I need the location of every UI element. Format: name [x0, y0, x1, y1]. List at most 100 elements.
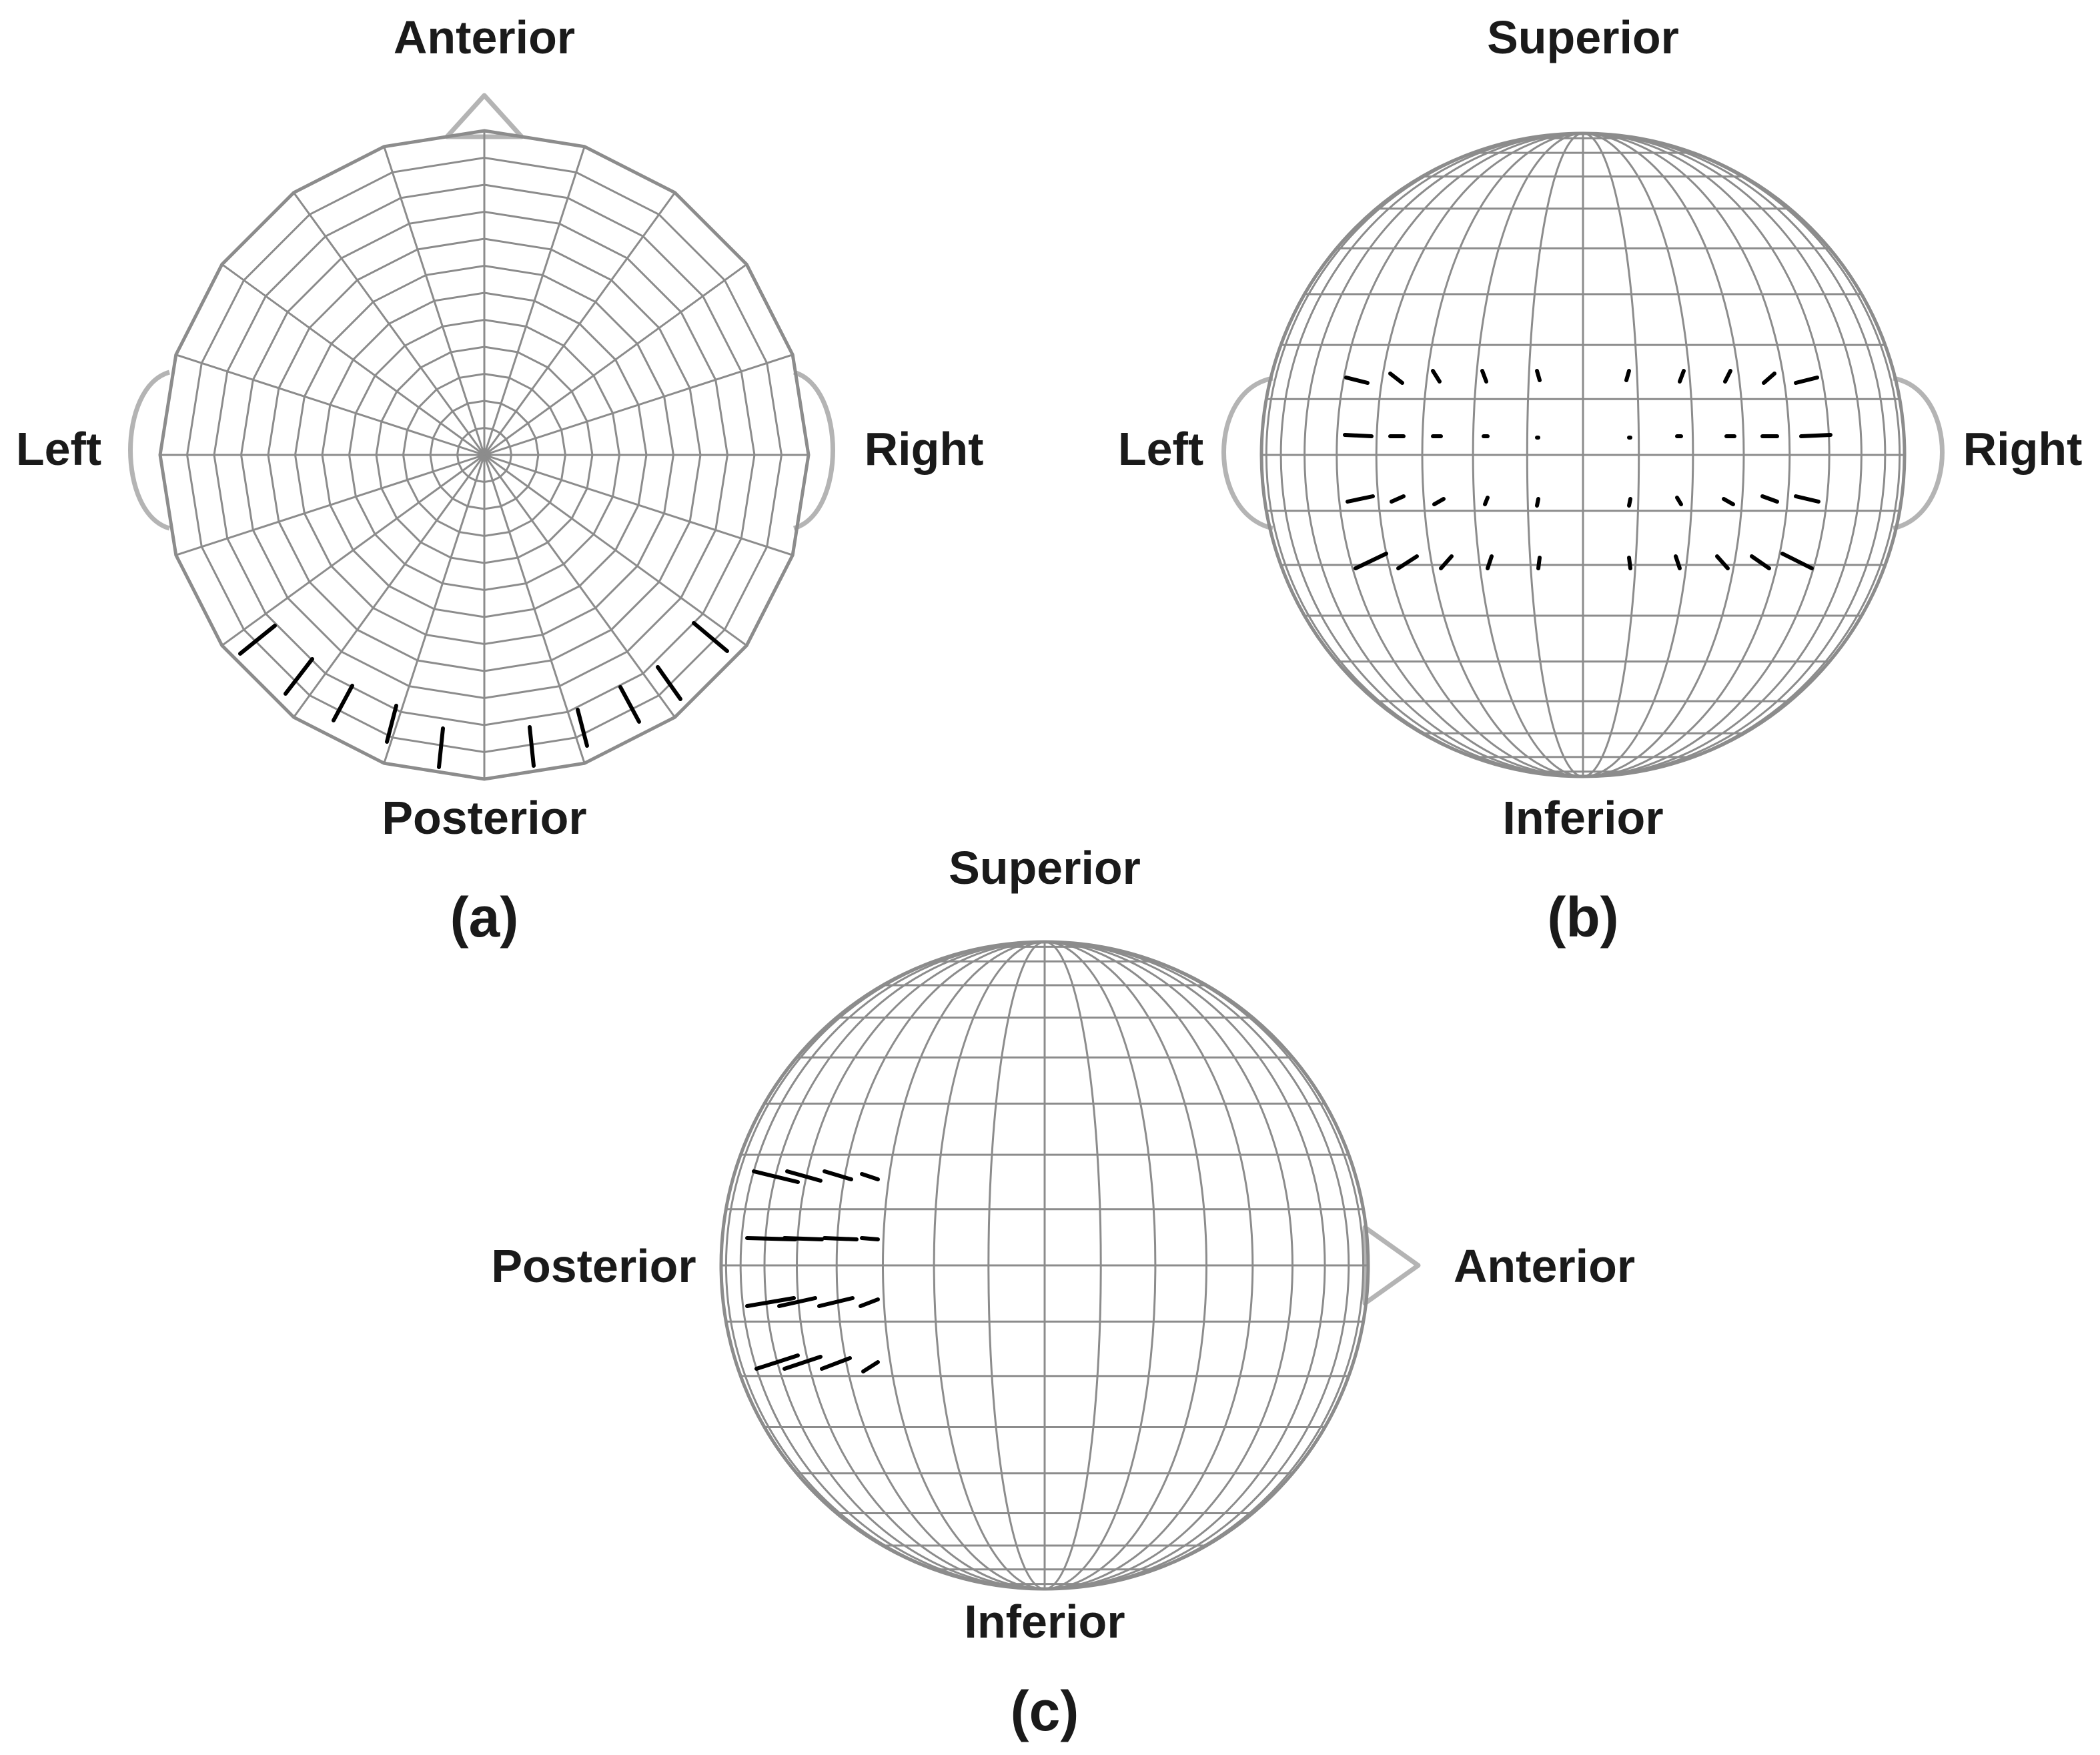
- vector-mark: [1780, 552, 1814, 570]
- vector-mark: [385, 704, 398, 744]
- left-ear-icon: [128, 370, 171, 531]
- vector-mark: [238, 624, 277, 656]
- label-superior: Superior: [949, 842, 1141, 894]
- label-posterior: Posterior: [491, 1240, 696, 1292]
- mesh-spoke: [483, 146, 586, 456]
- label-inferior: Inferior: [964, 1596, 1125, 1648]
- caption-a: (a): [450, 886, 519, 949]
- vector-mark: [284, 657, 314, 696]
- vector-mark: [1346, 494, 1375, 504]
- mesh-spoke: [383, 146, 486, 456]
- vector-mark: [1343, 433, 1374, 438]
- vector-mark: [1388, 372, 1404, 385]
- label-superior: Superior: [1487, 11, 1679, 63]
- panel-a-top-view: Anterior Posterior Left Right (a): [16, 11, 984, 949]
- mesh-spoke: [383, 454, 486, 764]
- vector-mark: [1536, 556, 1542, 570]
- vector-mark: [1762, 372, 1776, 385]
- mesh-spoke: [484, 263, 748, 456]
- caption-c: (c): [1011, 1680, 1079, 1742]
- vector-mark: [823, 1236, 859, 1241]
- vector-mark: [1535, 497, 1540, 508]
- label-right: Right: [865, 423, 984, 475]
- vector-field-a: [238, 621, 729, 769]
- label-left: Left: [1118, 423, 1203, 475]
- label-anterior: Anterior: [394, 11, 575, 63]
- vector-mark: [1396, 554, 1419, 570]
- vector-mark: [437, 726, 445, 769]
- vector-mark: [1483, 496, 1490, 506]
- mesh-spoke: [293, 454, 486, 718]
- mesh-spoke: [175, 354, 485, 456]
- vector-mark: [1760, 494, 1779, 504]
- label-right: Right: [1963, 423, 2083, 475]
- mesh-spoke: [221, 454, 485, 646]
- mesh-spoke: [484, 354, 793, 456]
- vector-mark: [656, 665, 682, 701]
- vector-mark: [1627, 497, 1632, 508]
- vector-mark: [745, 1296, 796, 1308]
- vector-mark: [752, 1169, 800, 1184]
- mesh-spoke: [484, 454, 793, 556]
- label-anterior: Anterior: [1454, 1240, 1635, 1292]
- vector-mark: [820, 1356, 852, 1371]
- mesh-spoke: [293, 191, 486, 456]
- vector-mark: [1794, 494, 1820, 504]
- vector-mark: [1354, 552, 1388, 570]
- vector-mark: [817, 1296, 855, 1308]
- head-grid-polar: [158, 129, 811, 781]
- vector-mark: [1486, 554, 1494, 570]
- vector-mark: [1675, 496, 1683, 506]
- vector-mark: [576, 708, 589, 748]
- vector-mark: [823, 1169, 853, 1181]
- vector-mark: [1723, 369, 1732, 384]
- mesh-spoke: [483, 454, 586, 764]
- mesh-spoke: [483, 454, 676, 718]
- vector-mark: [1678, 369, 1686, 384]
- mesh-spoke: [221, 263, 485, 456]
- vector-field-b: [1343, 369, 1832, 570]
- vector-mark: [861, 1360, 880, 1373]
- vector-mark: [1715, 554, 1730, 570]
- vector-mark: [332, 684, 354, 722]
- head-grid-globe: [1259, 131, 1907, 778]
- vector-mark: [1431, 369, 1442, 384]
- left-ear-icon: [1221, 376, 1273, 531]
- vector-mark: [785, 1169, 823, 1183]
- mesh-spoke: [484, 454, 748, 646]
- right-ear-icon: [793, 370, 835, 531]
- vector-mark: [782, 1236, 824, 1241]
- vector-mark: [1674, 554, 1682, 570]
- vector-mark: [1750, 554, 1771, 570]
- vector-mark: [782, 1355, 823, 1371]
- vector-mark: [1432, 497, 1446, 506]
- label-inferior: Inferior: [1502, 792, 1663, 844]
- caption-b: (b): [1547, 886, 1618, 949]
- vector-mark: [860, 1236, 880, 1241]
- vector-mark: [860, 1172, 880, 1181]
- vector-mark: [1799, 433, 1832, 438]
- vector-mark: [1439, 554, 1454, 570]
- vector-mark: [1344, 376, 1370, 385]
- label-posterior: Posterior: [382, 792, 586, 844]
- vector-mark: [528, 725, 536, 768]
- vector-mark: [618, 685, 641, 724]
- vector-field-c: [745, 1169, 880, 1373]
- right-ear-icon: [1893, 376, 1945, 531]
- vector-mark: [692, 621, 729, 653]
- vector-mark: [1535, 369, 1542, 382]
- vector-mark: [1624, 369, 1631, 382]
- panel-c-side-view: Superior Inferior Posterior Anterior (c): [491, 842, 1635, 1742]
- vector-mark: [777, 1296, 817, 1308]
- vector-mark: [1390, 494, 1406, 504]
- label-left: Left: [16, 423, 101, 475]
- panel-b-front-view: Superior Inferior Left Right (b): [1118, 11, 2083, 949]
- vector-mark: [1480, 369, 1488, 384]
- vector-mark: [754, 1353, 800, 1371]
- head-grid-globe: [719, 940, 1370, 1591]
- nose-icon: [1362, 1225, 1421, 1306]
- vector-mark: [1722, 497, 1735, 506]
- vector-mark: [859, 1297, 880, 1308]
- mesh-spoke: [175, 454, 485, 556]
